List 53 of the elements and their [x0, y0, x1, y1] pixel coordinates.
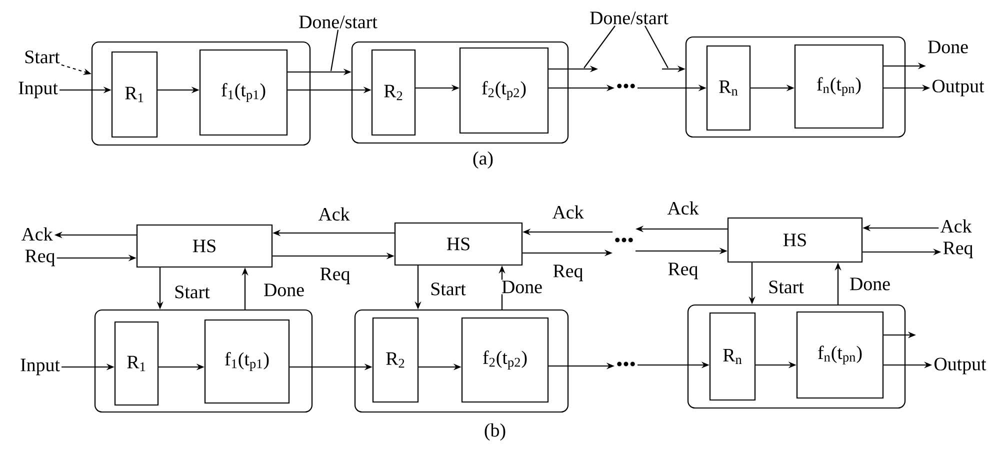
register-box: R$_{n}$ — [709, 312, 756, 401]
register-box: R$_{1}$ — [114, 321, 159, 406]
leader-line — [644, 26, 668, 68]
stage-box — [94, 309, 313, 413]
stage-box — [91, 41, 311, 146]
stage-box — [354, 309, 569, 413]
function-box: f$_{2}$(t$_{p2}$) — [461, 317, 549, 403]
edge-label: Done — [500, 280, 544, 294]
ellipsis: ••• — [615, 238, 633, 242]
register-box: R$_{n}$ — [706, 45, 751, 131]
stage-box — [687, 304, 906, 409]
panel-label: (b) — [484, 423, 506, 441]
callout-text: Done/start — [590, 12, 668, 24]
edge-label: Start — [767, 280, 805, 294]
panel-label: (a) — [473, 151, 493, 169]
edge-label: Req — [318, 266, 352, 286]
function-box: f$_{n}$(t$_{pn}$) — [796, 311, 884, 399]
signal-name: Done — [928, 40, 968, 54]
register-box: R$_{2}$ — [372, 317, 419, 403]
stage-box — [351, 41, 569, 144]
signal-name: Ack — [940, 219, 972, 233]
leader-line — [330, 30, 339, 72]
edge-label: Start — [429, 282, 467, 296]
edge-label: Ack — [317, 206, 351, 222]
ellipsis: ••• — [617, 362, 635, 366]
stage-box — [685, 36, 906, 138]
handshake-box: HS — [727, 217, 863, 263]
register-box: R$_{1}$ — [111, 51, 158, 138]
signal-name: Input — [18, 82, 58, 98]
callout-text: Done/start — [299, 16, 378, 28]
edge-label: Start — [173, 284, 211, 300]
signal-name: Output — [932, 80, 984, 96]
edge-label: Ack — [551, 204, 585, 220]
function-box: f$_{1}$(t$_{p1}$) — [204, 319, 290, 404]
edge-label: Done — [848, 276, 892, 292]
edge-label: Done — [262, 282, 306, 298]
signal-name: Ack — [21, 227, 53, 241]
leader-line — [584, 26, 616, 68]
handshake-box: HS — [394, 222, 523, 266]
function-box: f$_{n}$(t$_{pn}$) — [794, 44, 884, 129]
function-box: f$_{2}$(t$_{p2}$) — [459, 47, 549, 134]
signal-name: Output — [934, 358, 986, 374]
signal-name: Req — [943, 242, 973, 258]
handshake-box: HS — [136, 224, 273, 268]
function-box: f$_{1}$(t$_{p1}$) — [199, 49, 288, 136]
signal-name: Start — [25, 50, 60, 64]
edge-label: Ack — [666, 200, 700, 216]
signal-name: Req — [25, 250, 55, 266]
edge-label: Req — [666, 262, 700, 280]
signal-name: Input — [20, 358, 60, 376]
register-box: R$_{2}$ — [371, 49, 416, 136]
ellipsis: ••• — [617, 84, 635, 88]
edge-label: Req — [552, 264, 584, 282]
